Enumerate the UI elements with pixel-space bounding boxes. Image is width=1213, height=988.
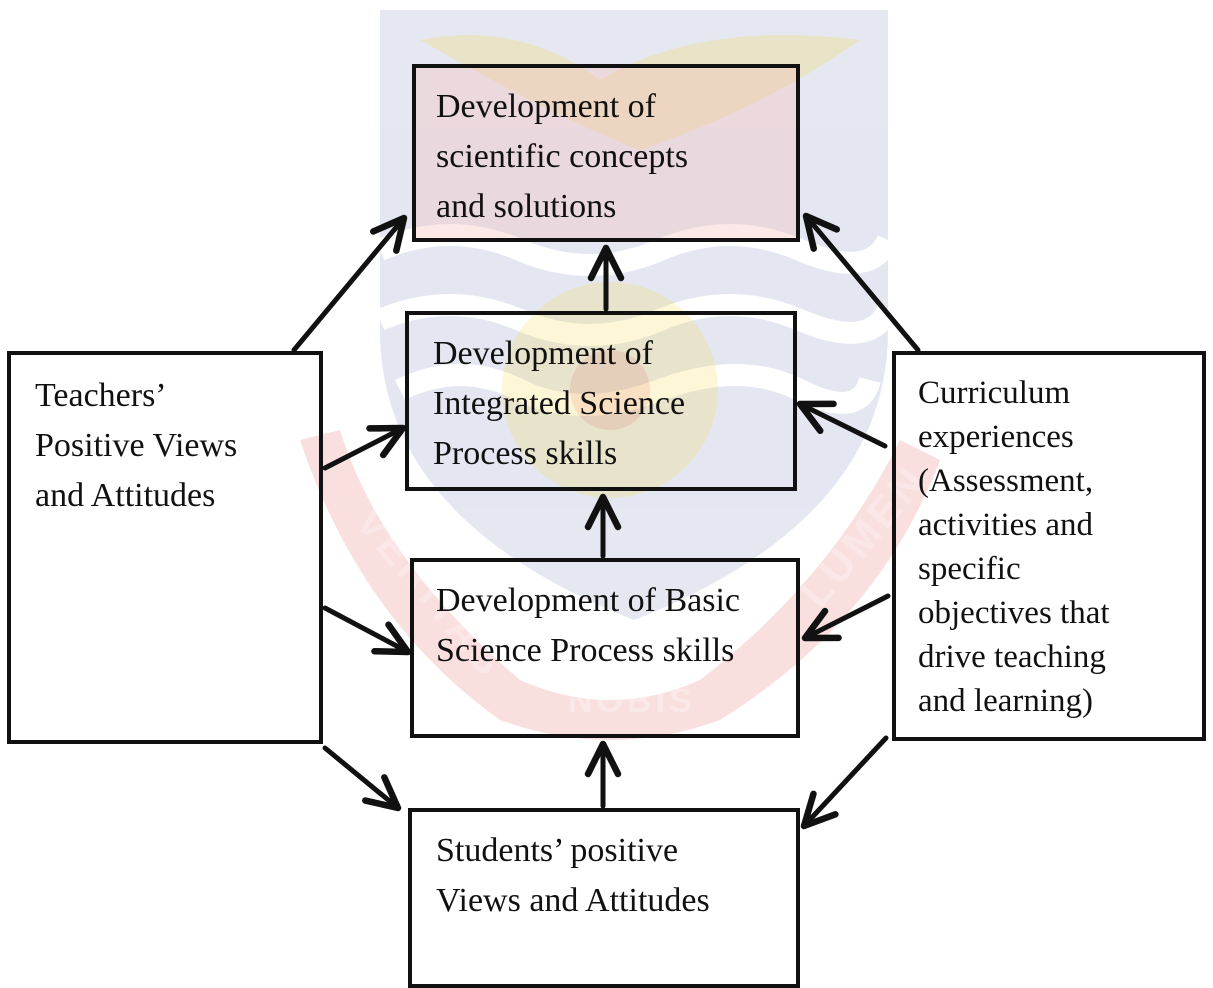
box-basic-process-skills-label: Development of Basic Science Process ski… (436, 582, 741, 669)
arrow-teachers-to-students (322, 745, 402, 812)
box-basic-process-skills: Development of Basic Science Process ski… (410, 558, 800, 738)
box-teachers-views-label: Teachers’ Positive Views and Attitudes (35, 377, 238, 514)
arrow-teachers-to-integrated (322, 424, 407, 471)
arrow-teachers-to-concepts (291, 214, 408, 353)
box-curriculum-experiences: Curriculum experiences (Assessment, acti… (892, 351, 1206, 741)
arrow-curriculum-to-basic (801, 593, 891, 642)
box-integrated-process-skills-label: Development of Integrated Science Proces… (433, 335, 686, 472)
box-teachers-views: Teachers’ Positive Views and Attitudes (7, 351, 323, 744)
box-students-views: Students’ positive Views and Attitudes (408, 808, 800, 988)
arrow-curriculum-to-students (800, 735, 889, 830)
box-curriculum-experiences-label: Curriculum experiences (Assessment, acti… (918, 375, 1110, 719)
box-scientific-concepts-label: Development of scientific concepts and s… (436, 88, 689, 225)
arrow-curriculum-to-integrated (796, 400, 888, 449)
box-students-views-label: Students’ positive Views and Attitudes (436, 832, 710, 919)
box-scientific-concepts: Development of scientific concepts and s… (412, 64, 800, 242)
arrow-curriculum-to-concepts (802, 212, 921, 353)
box-integrated-process-skills: Development of Integrated Science Proces… (405, 311, 797, 491)
arrow-teachers-to-basic (322, 605, 412, 656)
